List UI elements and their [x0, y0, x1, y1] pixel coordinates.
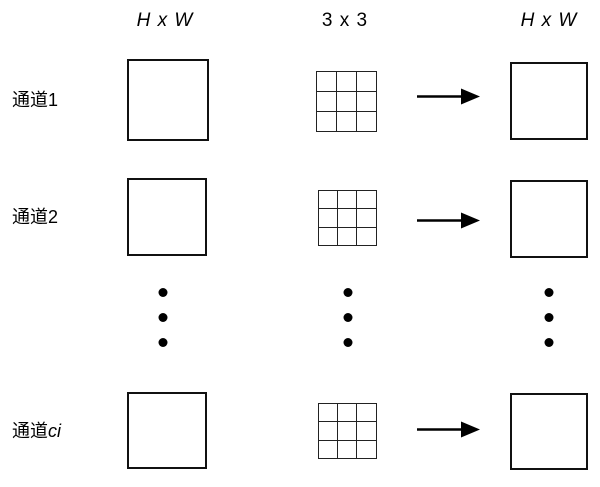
ellipsis-dot [544, 338, 554, 347]
kernel-cell [355, 70, 377, 92]
input-feature-map-channel-2 [127, 178, 207, 256]
ellipsis-dot [343, 313, 353, 322]
output-feature-map-channel-ci [510, 393, 588, 470]
kernel-cell [315, 70, 337, 92]
kernel-cell [336, 208, 358, 228]
ellipsis-dot [158, 338, 168, 347]
kernel-cell [335, 90, 357, 112]
kernel-cell [315, 90, 337, 112]
column-header-input-dims: H x W [136, 10, 194, 31]
output-feature-map-channel-1 [510, 62, 588, 140]
column-header-output-dims: H x W [520, 10, 578, 31]
kernel-cell [356, 189, 377, 210]
kernel-cell [336, 421, 358, 441]
ellipsis-dot [343, 338, 353, 347]
row-label-prefix: 通道 [12, 207, 48, 227]
kernel-cell [355, 110, 377, 132]
vertical-ellipsis-output-column [544, 288, 554, 347]
vertical-ellipsis-kernel-column [343, 288, 353, 347]
kernel-cell [336, 402, 358, 423]
kernel-cell [317, 439, 338, 460]
kernel-cell [356, 421, 377, 441]
row-label-channel-1: 通道1 [12, 86, 58, 112]
kernel-cell [315, 110, 337, 132]
row-label-suffix: ci [48, 421, 61, 441]
kernel-cell [317, 402, 338, 423]
row-label-channel-2: 通道2 [12, 203, 58, 229]
kernel-cell [356, 226, 377, 247]
ellipsis-dot [544, 288, 554, 297]
kernel-3x3-channel-1 [315, 70, 377, 132]
row-label-channel-ci: 通道ci [12, 417, 61, 443]
kernel-cell [356, 208, 377, 228]
ellipsis-dot [158, 288, 168, 297]
kernel-cell [335, 70, 357, 92]
kernel-cell [335, 110, 357, 132]
kernel-cell [317, 421, 338, 441]
ellipsis-dot [544, 313, 554, 322]
vertical-ellipsis-input-column [158, 288, 168, 347]
kernel-cell [356, 439, 377, 460]
kernel-cell [355, 90, 377, 112]
kernel-cell [356, 402, 377, 423]
kernel-3x3-channel-2 [317, 189, 377, 247]
arrow-right-icon-channel-2 [417, 211, 481, 236]
input-feature-map-channel-1 [127, 59, 209, 141]
row-label-prefix: 通道 [12, 421, 48, 441]
kernel-3x3-channel-ci [317, 402, 377, 460]
output-feature-map-channel-2 [510, 180, 588, 258]
kernel-cell [336, 226, 358, 247]
column-header-kernel-dims: 3 x 3 [321, 10, 369, 31]
input-feature-map-channel-ci [127, 392, 207, 469]
ellipsis-dot [343, 288, 353, 297]
arrow-right-icon-channel-1 [417, 87, 481, 112]
kernel-cell [317, 226, 338, 247]
ellipsis-dot [158, 313, 168, 322]
row-label-prefix: 通道 [12, 90, 48, 110]
kernel-cell [336, 189, 358, 210]
row-label-suffix: 2 [48, 207, 59, 227]
row-label-suffix: 1 [48, 90, 59, 110]
kernel-cell [336, 439, 358, 460]
kernel-cell [317, 189, 338, 210]
arrow-right-icon-channel-ci [417, 420, 481, 445]
kernel-cell [317, 208, 338, 228]
